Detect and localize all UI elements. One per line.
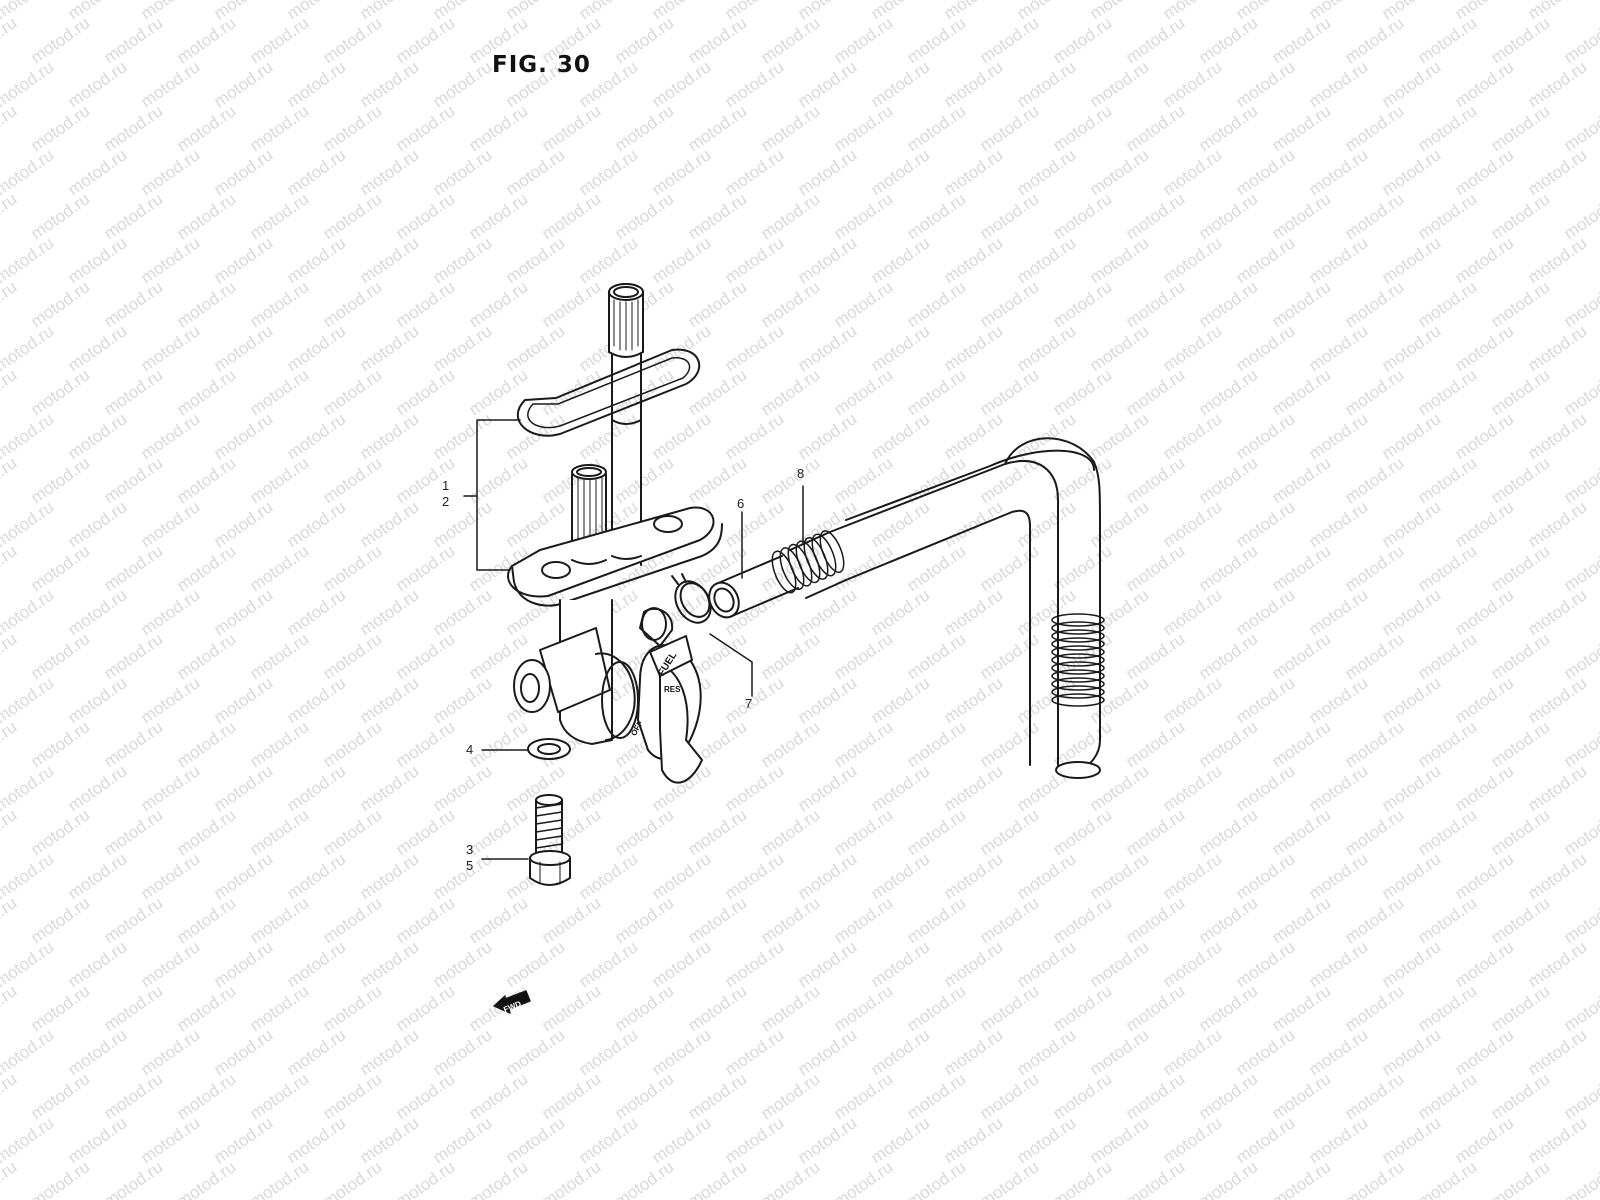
hose-rib	[1051, 629, 1105, 643]
fuel-cock-lever	[637, 635, 703, 784]
lever-label-off: OFF	[629, 719, 645, 737]
hose-rib	[1051, 637, 1105, 651]
fuel-hose-short	[708, 555, 799, 619]
hose-rib	[1051, 653, 1105, 667]
callout-1-2: 1 2	[442, 478, 449, 510]
hose-rib	[1051, 661, 1105, 675]
callout-8: 8	[797, 466, 805, 481]
callout-2: 2	[442, 494, 450, 509]
fuel-hose-long-corrugated	[771, 437, 1105, 779]
screw	[529, 794, 571, 886]
callout-bracket-1-2	[463, 419, 521, 571]
callout-3: 3	[466, 842, 474, 857]
figure-title: FIG. 30	[492, 52, 591, 78]
hose-rib	[1051, 645, 1105, 659]
washer	[527, 738, 571, 760]
lever-label-fuel: FUEL	[656, 650, 679, 678]
hose-rib	[1051, 685, 1105, 699]
fwd-arrow-icon	[493, 990, 531, 1014]
callout-4: 4	[466, 742, 474, 757]
callout-3-5: 3 5	[466, 842, 473, 874]
hose-clip	[671, 573, 712, 624]
callout-1: 1	[442, 478, 450, 493]
hose-rib	[811, 533, 837, 577]
hose-rib	[1051, 693, 1105, 707]
callout-6: 6	[737, 496, 745, 511]
hose-rib	[1051, 613, 1105, 627]
hose-rib	[1051, 677, 1105, 691]
callout-5: 5	[466, 858, 474, 873]
fuel-cock-valve-body	[513, 599, 674, 745]
fwd-label: FWD	[502, 999, 522, 1014]
hose-rib	[1051, 669, 1105, 683]
callout-7: 7	[745, 696, 753, 711]
fuel-cock-long-filter-tube	[608, 283, 644, 566]
lever-label-res: RES	[664, 685, 681, 694]
leader-lines	[481, 485, 804, 860]
hose-rib	[1051, 621, 1105, 635]
hose-rib	[819, 530, 845, 574]
